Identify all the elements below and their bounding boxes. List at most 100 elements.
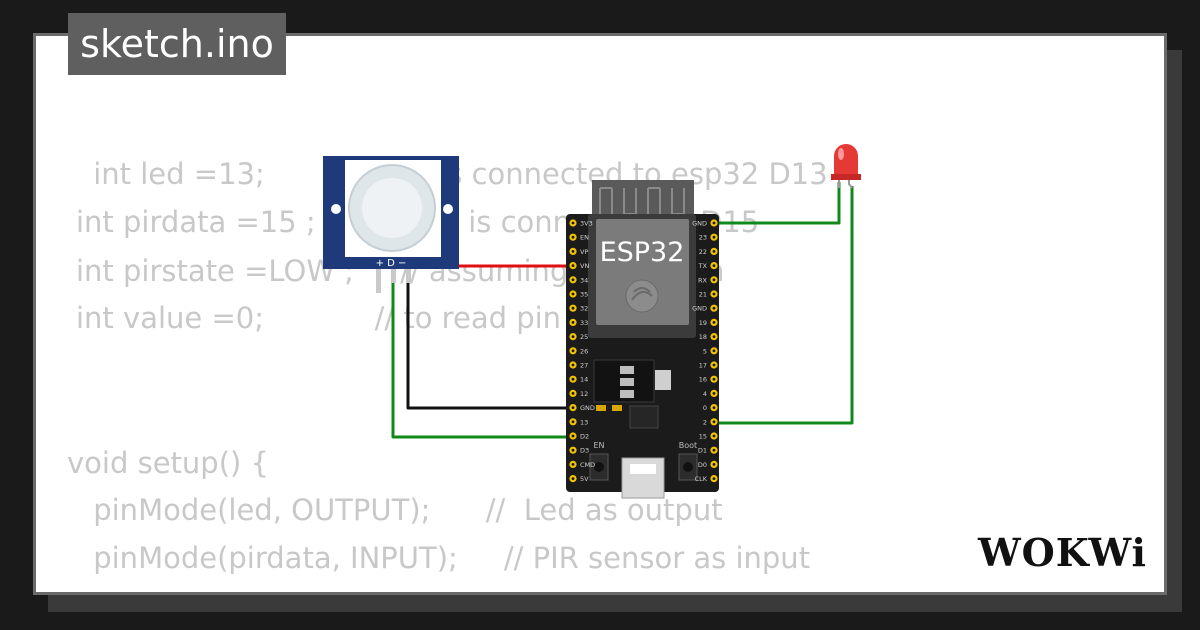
pin-label: 17 — [699, 362, 707, 370]
smd-part — [596, 405, 606, 411]
pin-label: 23 — [699, 234, 707, 242]
board-title: ESP32 — [600, 237, 685, 268]
pin-label: VP — [580, 248, 588, 256]
usb-port-opening — [630, 464, 656, 474]
pin-hole — [712, 278, 716, 282]
pin-label: 5 — [703, 347, 707, 355]
pin-label: 13 — [580, 418, 588, 426]
pin-label: 22 — [699, 248, 707, 256]
pin-label: GND — [692, 305, 707, 313]
pin-hole — [571, 221, 575, 225]
pin-hole — [712, 448, 716, 452]
pin-label: 26 — [580, 347, 588, 355]
pin-label: GND — [692, 220, 707, 228]
smd-part — [655, 370, 671, 390]
pin-hole — [571, 235, 575, 239]
pin-hole — [571, 477, 575, 480]
led-highlight — [838, 148, 844, 160]
pir-sensor[interactable]: + D − — [323, 156, 459, 293]
pin-hole — [712, 406, 716, 409]
pin-label: 19 — [699, 319, 707, 327]
pin-label: 5V — [580, 475, 589, 483]
pin-hole — [571, 420, 575, 424]
pin-hole — [571, 377, 575, 381]
pin-hole — [571, 349, 575, 353]
pin-label: 21 — [699, 291, 707, 299]
pin-hole — [712, 377, 716, 381]
pin-hole — [712, 321, 716, 324]
wire-pir-gnd[interactable] — [406, 280, 571, 410]
pin-hole — [571, 392, 575, 395]
pin-hole — [571, 278, 575, 282]
module-can — [596, 219, 689, 325]
usb-uart-chip — [629, 405, 659, 429]
espressif-logo-icon — [625, 279, 659, 313]
pin-label: 12 — [580, 390, 588, 398]
pir-mount-hole — [443, 204, 453, 214]
pin-label: TX — [698, 262, 708, 270]
pin-hole — [712, 264, 716, 267]
pir-pin-strip — [323, 258, 459, 269]
pin-label: VN — [580, 262, 589, 270]
pir-mount-hole — [331, 204, 341, 214]
pin-hole — [712, 306, 716, 310]
left-pin-header: 3V3ENVPVN343532332526271412GND13D2D3CMD5… — [569, 219, 595, 483]
pin-label: 18 — [699, 333, 707, 341]
pin-hole — [712, 420, 716, 424]
file-tab[interactable]: sketch.ino — [68, 13, 286, 75]
pin-label: D3 — [580, 447, 589, 455]
led-rim — [831, 174, 861, 180]
pin-hole — [571, 250, 575, 253]
pin-hole — [712, 292, 716, 296]
smd-part — [620, 378, 634, 386]
pin-label: D0 — [698, 461, 707, 469]
pir-pin-labels: + D − — [376, 258, 407, 269]
pin-label: 14 — [580, 376, 588, 384]
pin-label: CLK — [695, 475, 708, 483]
pin-label: D2 — [580, 433, 589, 441]
code-line: int led =13; // led is connected to esp3… — [93, 157, 828, 191]
pin-hole — [712, 335, 716, 338]
pin-label: 2 — [703, 418, 707, 426]
espressif-logo-mark — [631, 287, 653, 301]
code-line: void setup() { — [67, 446, 269, 480]
pin-label: EN — [580, 234, 589, 242]
wire-led-signal[interactable] — [714, 186, 854, 425]
pin-hole — [571, 406, 575, 409]
pin-hole — [712, 477, 716, 480]
pin-hole — [571, 463, 575, 466]
pin-hole — [571, 321, 575, 324]
code-line: pinMode(pirdata, INPUT); // PIR sensor a… — [84, 541, 811, 575]
pir-pin[interactable] — [376, 269, 381, 293]
code-preview: int led =13; // led is connected to esp3… — [36, 36, 1164, 592]
pin-label: 16 — [699, 376, 707, 384]
wire-led-gnd[interactable] — [714, 182, 841, 225]
pin-label: 15 — [699, 433, 707, 441]
pin-hole — [571, 264, 575, 267]
en-label: EN — [593, 441, 604, 450]
pir-pin[interactable] — [391, 269, 396, 283]
pin-label: 27 — [580, 362, 588, 370]
code-line: pinMode(led, OUTPUT); // Led as output — [84, 493, 723, 527]
pin-label: 33 — [580, 319, 588, 327]
pin-hole — [571, 363, 575, 367]
led[interactable] — [831, 144, 861, 189]
pin-hole — [571, 434, 575, 438]
pin-label: 32 — [580, 305, 588, 313]
smd-part — [620, 366, 634, 374]
boot-label: Boot — [679, 441, 697, 450]
pin-label: 25 — [580, 333, 588, 341]
pin-label: RX — [698, 276, 708, 284]
pir-dome-inner — [362, 178, 422, 238]
pin-hole — [571, 335, 575, 338]
pin-hole — [571, 306, 575, 310]
pin-hole — [712, 392, 716, 395]
smd-part — [620, 390, 634, 398]
smd-part — [612, 405, 622, 411]
esp32-board[interactable]: ESP32 EN Boot 3V3ENVPVN34353233252627141… — [566, 180, 719, 499]
boot-button-cap — [683, 462, 693, 472]
pir-pin[interactable] — [406, 269, 411, 283]
pin-label: 34 — [580, 276, 588, 284]
